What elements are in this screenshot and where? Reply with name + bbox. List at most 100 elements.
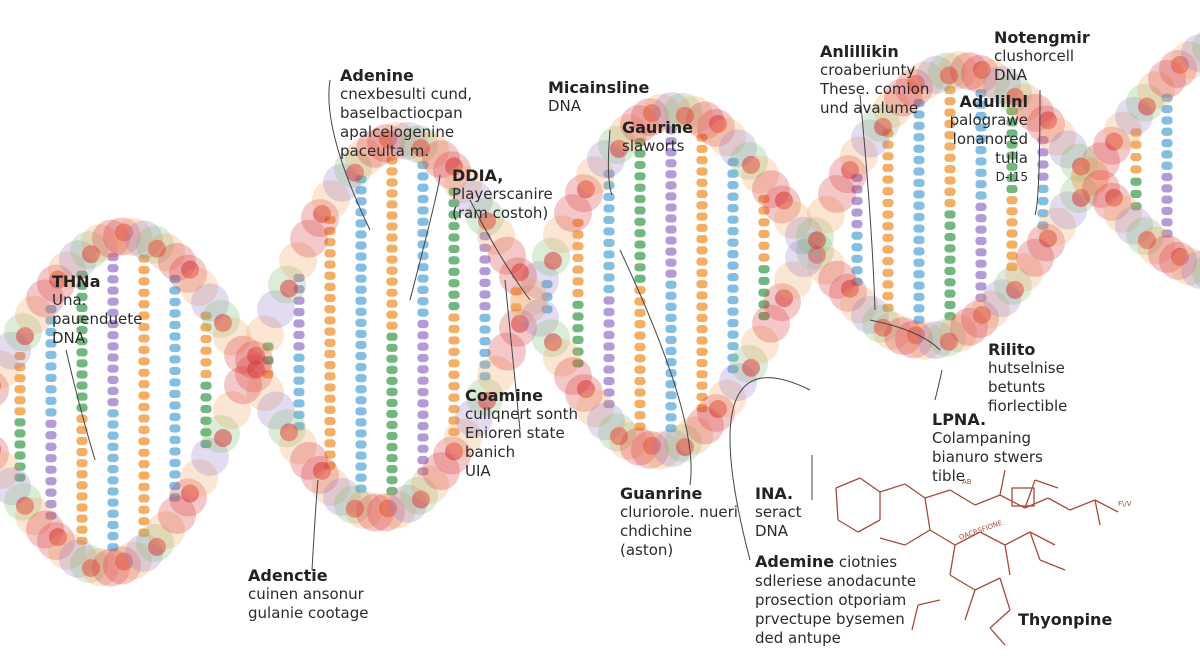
backbone-segment	[345, 490, 383, 529]
base-pair-bead	[44, 407, 58, 418]
base-pair-bead	[1160, 228, 1174, 239]
base-pair-bead	[695, 335, 709, 346]
backbone-segment	[455, 180, 493, 219]
base-pair-bead	[323, 404, 337, 415]
base-pair-bead	[416, 387, 430, 397]
molecule-bond	[857, 519, 881, 533]
backbone-segment	[708, 379, 746, 418]
base-pair-bead	[75, 358, 89, 369]
backbone-nucleotide	[1171, 247, 1189, 266]
base-pair-bead	[974, 156, 988, 167]
backbone-nucleotide	[973, 305, 991, 324]
base-pair-bead	[757, 217, 771, 228]
base-pair-bead	[106, 464, 120, 475]
base-pair-bead	[447, 392, 461, 403]
base-pair-bead	[881, 163, 895, 173]
base-pair-bead	[912, 98, 926, 108]
base-pair-bead	[447, 369, 461, 380]
base-pair-bead	[447, 221, 461, 231]
base-pair-bead	[385, 320, 399, 331]
base-pair-bead	[912, 212, 926, 223]
base-pair-bead	[571, 311, 585, 322]
base-pair-bead	[726, 168, 740, 179]
backbone-nucleotide	[709, 114, 727, 133]
base-pair-bead	[106, 374, 120, 385]
backbone-nucleotide	[874, 318, 892, 337]
backbone-segment	[939, 51, 977, 90]
base-pair-bead	[323, 371, 337, 382]
molecule-bond	[929, 529, 956, 546]
base-pair-bead	[137, 265, 151, 275]
base-pair-bead	[447, 312, 461, 323]
base-pair-bead	[974, 213, 988, 224]
base-pair-bead	[354, 373, 368, 384]
base-pair-bead	[385, 453, 399, 463]
base-pair-bead	[1036, 171, 1050, 182]
backbone-segment	[1071, 156, 1109, 195]
base-pair-bead	[881, 221, 895, 232]
base-pair-bead	[292, 352, 306, 363]
base-pair-bead	[602, 387, 616, 398]
label-micainsline: Micainsline DNA	[548, 78, 650, 115]
base-pair-bead	[385, 309, 399, 320]
base-pair-bead	[726, 352, 740, 363]
backbone-segment	[147, 511, 185, 550]
molecule-bond	[904, 529, 931, 546]
base-pair-bead	[695, 211, 709, 222]
label-coamine: Coamine cullqnert sonth Enioren state ba…	[465, 386, 579, 480]
base-pair-bead	[447, 244, 461, 254]
base-pair-bead	[664, 268, 678, 279]
base-pair-bead	[602, 192, 616, 202]
base-pair-bead	[13, 373, 27, 384]
base-pair-bead	[1005, 239, 1019, 250]
base-pair-bead	[323, 449, 337, 460]
base-pair-bead	[106, 508, 120, 519]
base-pair-bead	[199, 404, 213, 414]
base-pair-bead	[1005, 206, 1019, 217]
molecule-bond	[999, 469, 1006, 496]
base-pair-bead	[695, 189, 709, 199]
base-pair-bead	[354, 450, 368, 461]
base-pair-bead	[478, 313, 492, 323]
backbone-segment	[158, 495, 196, 534]
leader-line	[934, 369, 943, 401]
base-pair-bead	[943, 186, 957, 197]
backbone-segment	[0, 467, 31, 506]
leader-line	[65, 349, 96, 461]
base-pair-bead	[1160, 126, 1174, 137]
base-pair-bead	[695, 234, 709, 245]
backbone-segment	[675, 95, 713, 134]
base-pair-bead	[571, 299, 585, 310]
base-pair-bead	[75, 535, 89, 546]
base-pair-bead	[44, 350, 58, 360]
base-pair-bead	[292, 330, 306, 340]
base-pair-bead	[1160, 104, 1174, 115]
molecule-bond	[859, 477, 881, 493]
backbone-nucleotide	[49, 270, 67, 289]
base-pair-bead	[757, 311, 771, 322]
molecule-bond	[837, 519, 859, 533]
base-pair-bead	[1160, 217, 1174, 228]
base-pair-bead	[633, 160, 647, 170]
backbone-nucleotide	[742, 358, 760, 377]
leader-line	[619, 249, 692, 486]
backbone-segment	[807, 246, 845, 285]
base-pair-bead	[695, 144, 709, 154]
base-pair-bead	[168, 285, 182, 296]
base-pair-bead	[571, 323, 585, 334]
base-pair-bead	[726, 203, 740, 214]
base-pair-bead	[912, 143, 926, 154]
label-lpna: LPNA. Colampaning bianuro stwers tible	[932, 410, 1043, 485]
backbone-nucleotide	[148, 537, 166, 556]
base-pair-bead	[881, 256, 895, 267]
base-pair-bead	[912, 223, 926, 234]
molecule-bond	[949, 574, 976, 591]
base-pair-bead	[416, 443, 430, 454]
backbone-segment	[972, 59, 1010, 98]
base-pair-bead	[881, 244, 895, 255]
leader-line	[504, 279, 521, 431]
backbone-segment	[147, 233, 185, 272]
base-pair-bead	[881, 174, 895, 185]
base-pair-bead	[416, 364, 430, 375]
